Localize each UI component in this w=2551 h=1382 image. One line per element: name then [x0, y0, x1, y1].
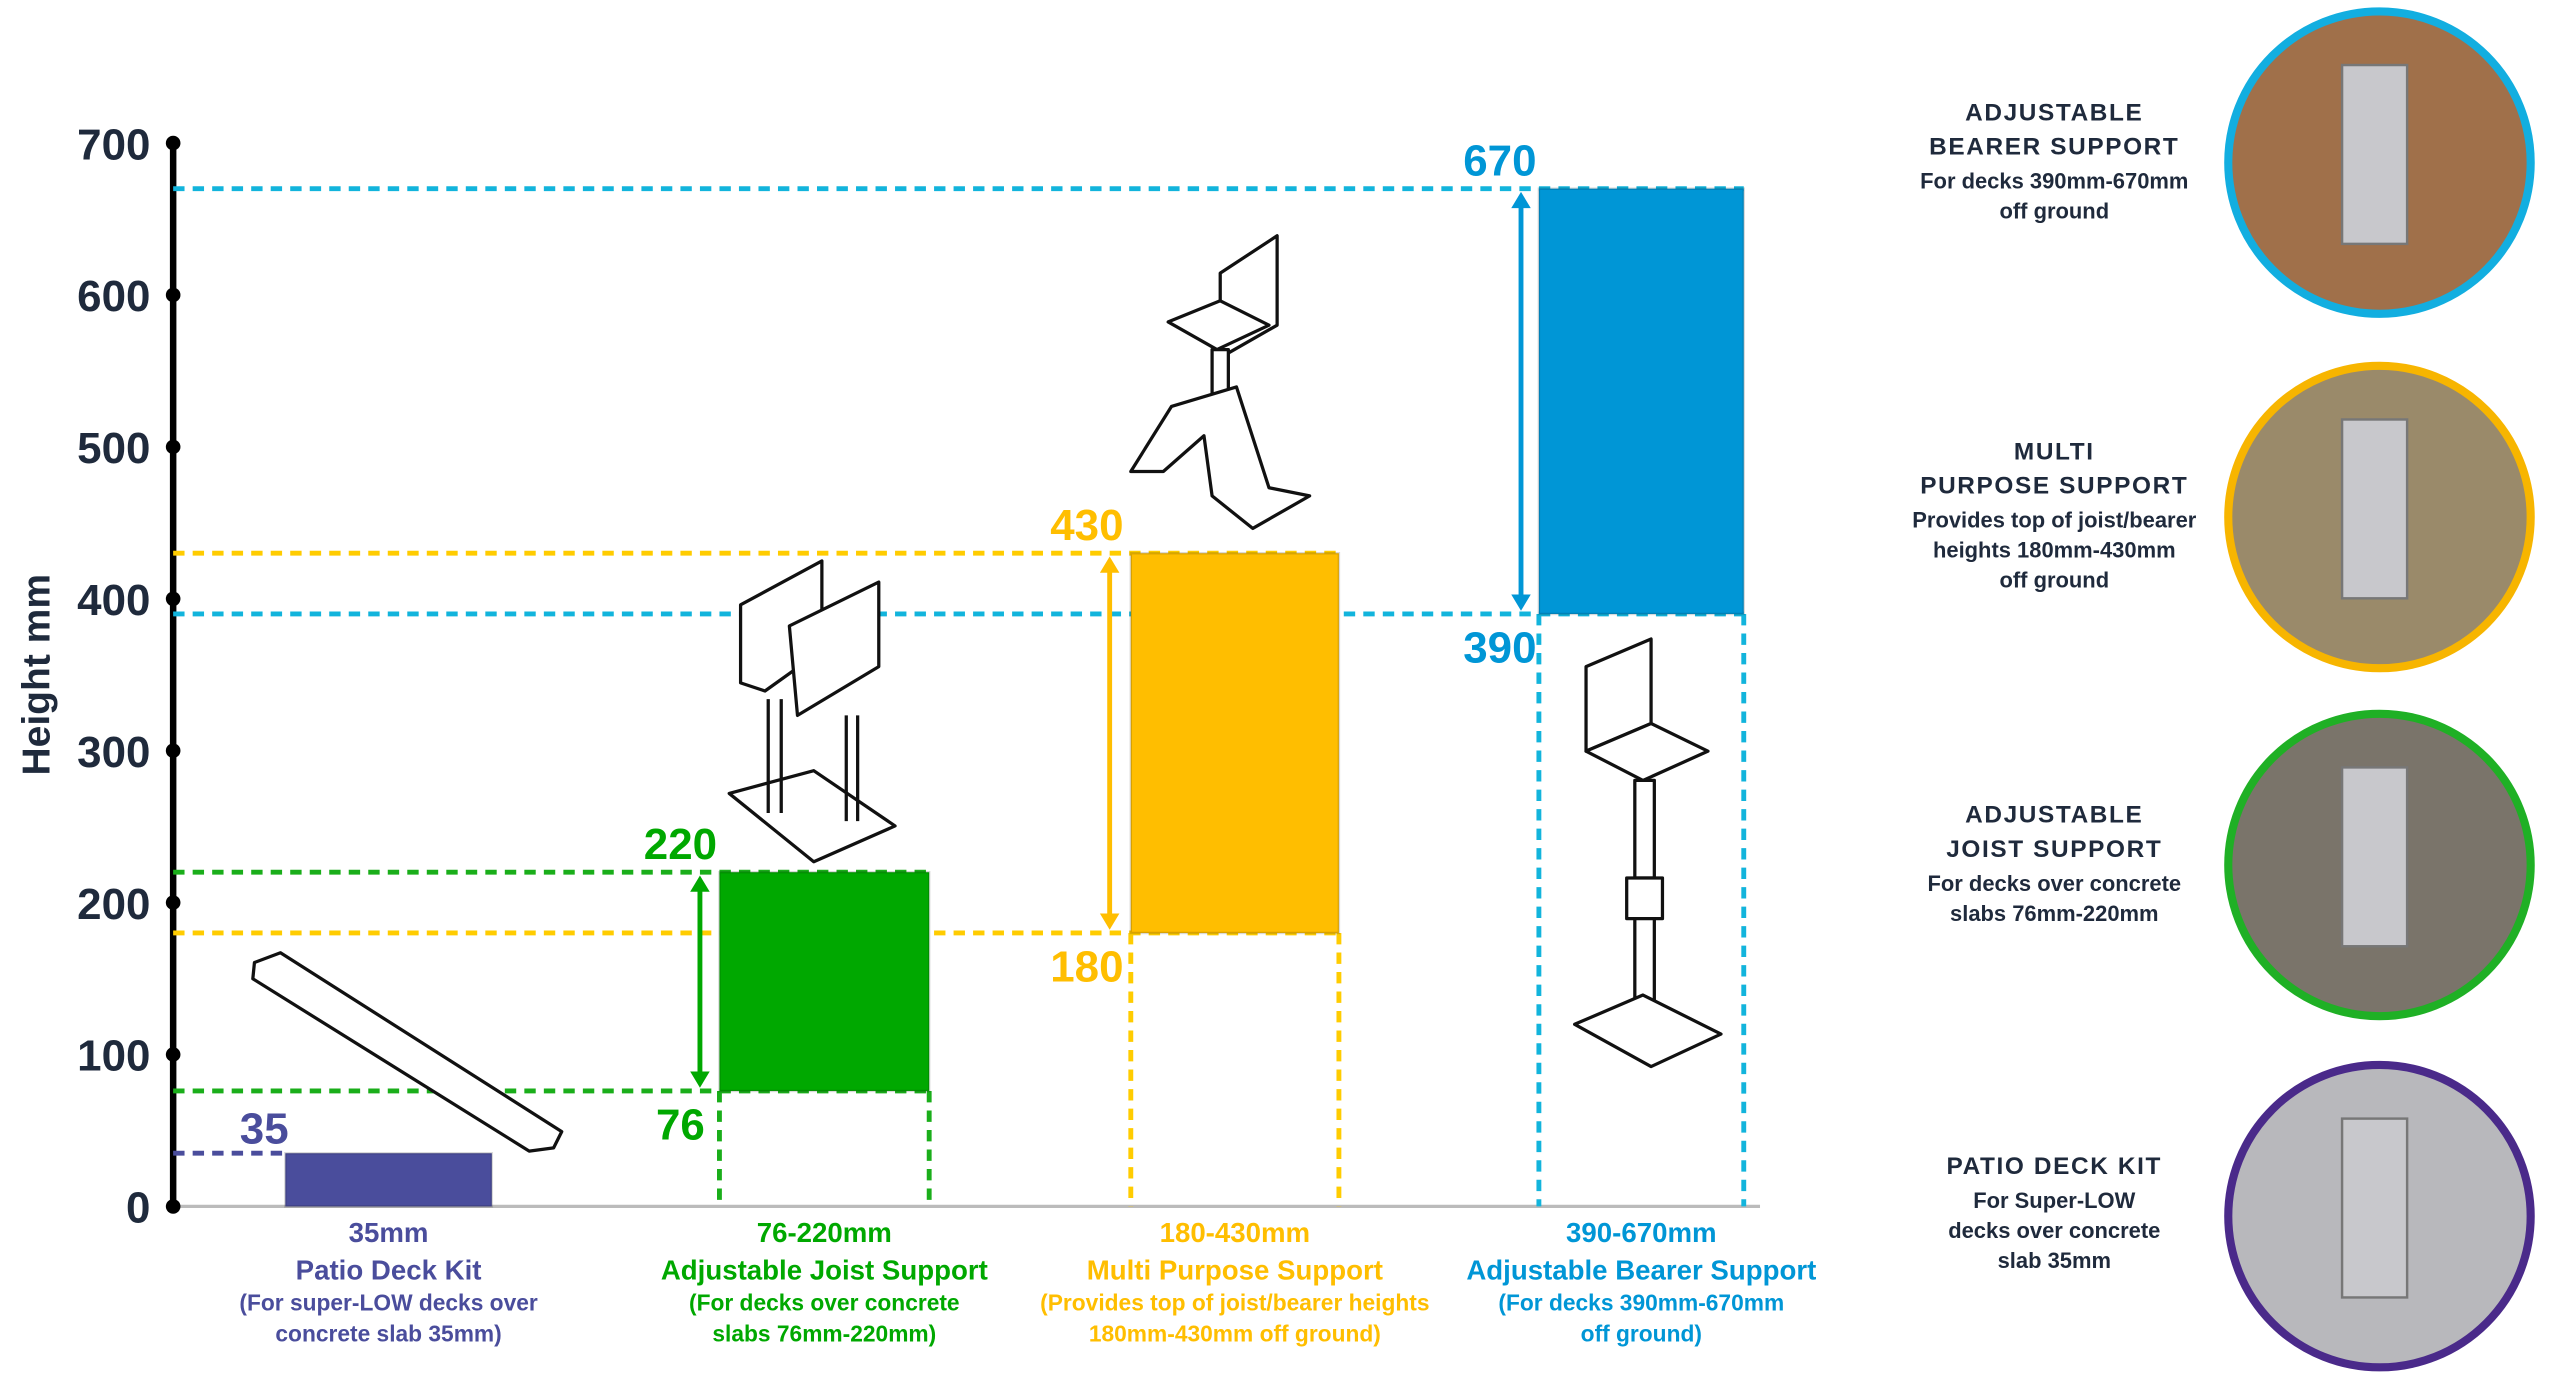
product-photo-hardware: [2340, 418, 2409, 600]
value-label-max: 430: [1050, 501, 1123, 550]
y-tick-mark: [165, 591, 181, 607]
product-description: off ground: [1999, 199, 2109, 224]
bar-adjustable-bearer-support: [1537, 187, 1745, 616]
bar-caption-line: 180mm-430mm off ground): [1089, 1320, 1381, 1346]
product-photo-hardware: [2340, 1117, 2409, 1299]
product-title: PATIO DECK KIT: [1947, 1153, 2163, 1180]
y-axis-label: Height mm: [16, 574, 59, 776]
bar-caption-line: (For decks over concrete: [689, 1289, 960, 1315]
bar-patio-deck-kit: [284, 1152, 494, 1208]
product-title: ADJUSTABLE: [1965, 802, 2143, 829]
product-description: off ground: [1999, 568, 2109, 593]
product-photo-hardware: [2340, 63, 2409, 246]
product-card: ADJUSTABLE BEARER SUPPORT For decks 390mm-…: [1920, 7, 2535, 318]
arrow-head-up: [690, 875, 710, 892]
arrow-head-up: [1099, 556, 1120, 573]
value-label-min: 390: [1463, 624, 1536, 673]
product-illustrations: [251, 234, 1723, 1153]
value-label-max: 670: [1463, 137, 1536, 186]
y-tick-label: 0: [126, 1184, 150, 1233]
product-description: For decks over concrete: [1927, 871, 2181, 896]
bars: [284, 187, 1745, 1208]
product-description: For Super-LOW: [1973, 1188, 2135, 1213]
product-description: slab 35mm: [1998, 1248, 2111, 1273]
patio-deck-rail-illustration: [251, 951, 564, 1153]
y-tick-mark: [165, 895, 181, 910]
product-description: decks over concrete: [1948, 1218, 2160, 1243]
y-tick-mark: [165, 135, 181, 151]
bar-caption-line: 180-430mm: [1160, 1217, 1311, 1248]
y-tick-mark: [165, 1199, 181, 1214]
product-title: JOIST SUPPORT: [1946, 836, 2162, 863]
bar-caption-line: 35mm: [349, 1217, 429, 1248]
bearer-support-illustration: [1573, 637, 1723, 1069]
product-title: BEARER SUPPORT: [1929, 133, 2179, 160]
y-tick-label: 200: [77, 880, 150, 929]
y-tick-label: 400: [77, 576, 150, 625]
bar-adjustable-joist-support: [718, 870, 931, 1093]
bar-multi-purpose-support: [1129, 551, 1341, 935]
product-description: For decks 390mm-670mm: [1920, 169, 2188, 194]
y-tick-label: 100: [77, 1032, 150, 1081]
bar-caption-line: concrete slab 35mm): [275, 1320, 501, 1346]
bar-caption-line: Patio Deck Kit: [296, 1255, 482, 1286]
value-label: 35: [240, 1104, 289, 1153]
product-title: MULTI: [2014, 438, 2095, 465]
bar-caption-line: (Provides top of joist/bearer heights: [1040, 1289, 1429, 1315]
value-label-min: 76: [656, 1101, 705, 1150]
arrow-head-down: [1511, 594, 1531, 611]
y-tick-label: 500: [77, 424, 150, 473]
product-photo-hardware: [2340, 766, 2409, 948]
bar-caption-line: 76-220mm: [757, 1217, 892, 1248]
y-tick-mark: [165, 439, 181, 455]
value-labels: 35 76 220 180 430 390 670: [240, 137, 1537, 1154]
multi-purpose-support-illustration: [1129, 234, 1312, 531]
y-tick-mark: [165, 1047, 181, 1062]
joist-support-illustration: [727, 559, 897, 864]
bar-caption-line: 390-670mm: [1566, 1217, 1717, 1248]
product-card: ADJUSTABLE JOIST SUPPORT For decks over co…: [1927, 709, 2535, 1021]
bar-caption-line: Adjustable Bearer Support: [1466, 1255, 1816, 1286]
product-title: ADJUSTABLE: [1965, 99, 2143, 126]
bar-caption-line: Multi Purpose Support: [1087, 1255, 1383, 1286]
y-tick-mark: [165, 287, 181, 303]
value-label-min: 180: [1050, 943, 1123, 992]
bar-caption-line: slabs 76mm-220mm): [712, 1320, 936, 1346]
bar-caption-line: off ground): [1581, 1320, 1702, 1346]
y-tick-mark: [165, 743, 181, 759]
arrow-head-down: [1099, 913, 1120, 930]
product-title: PURPOSE SUPPORT: [1920, 472, 2188, 499]
product-panel: ADJUSTABLE BEARER SUPPORT For decks 390mm-…: [1912, 7, 2535, 1372]
bar-caption-line: (For decks 390mm-670mm: [1498, 1289, 1784, 1315]
product-card: PATIO DECK KIT For Super-LOW decks over co…: [1947, 1060, 2535, 1372]
bar-caption-line: (For super-LOW decks over: [239, 1289, 537, 1315]
y-tick-label: 600: [77, 272, 150, 321]
arrow-head-up: [1511, 191, 1531, 209]
product-description: Provides top of joist/bearer: [1912, 508, 2196, 533]
y-axis: 0 100 200 300 400 500 600 700: [77, 120, 1761, 1233]
product-description: slabs 76mm-220mm: [1950, 901, 2159, 926]
product-card: MULTI PURPOSE SUPPORT Provides top of jois…: [1912, 361, 2535, 673]
y-tick-label: 300: [77, 728, 150, 777]
bar-caption-line: Adjustable Joist Support: [661, 1255, 988, 1286]
value-label-max: 220: [644, 820, 717, 869]
y-tick-label: 700: [77, 120, 150, 169]
arrow-head-down: [690, 1071, 710, 1088]
product-description: heights 180mm-430mm: [1933, 538, 2176, 563]
